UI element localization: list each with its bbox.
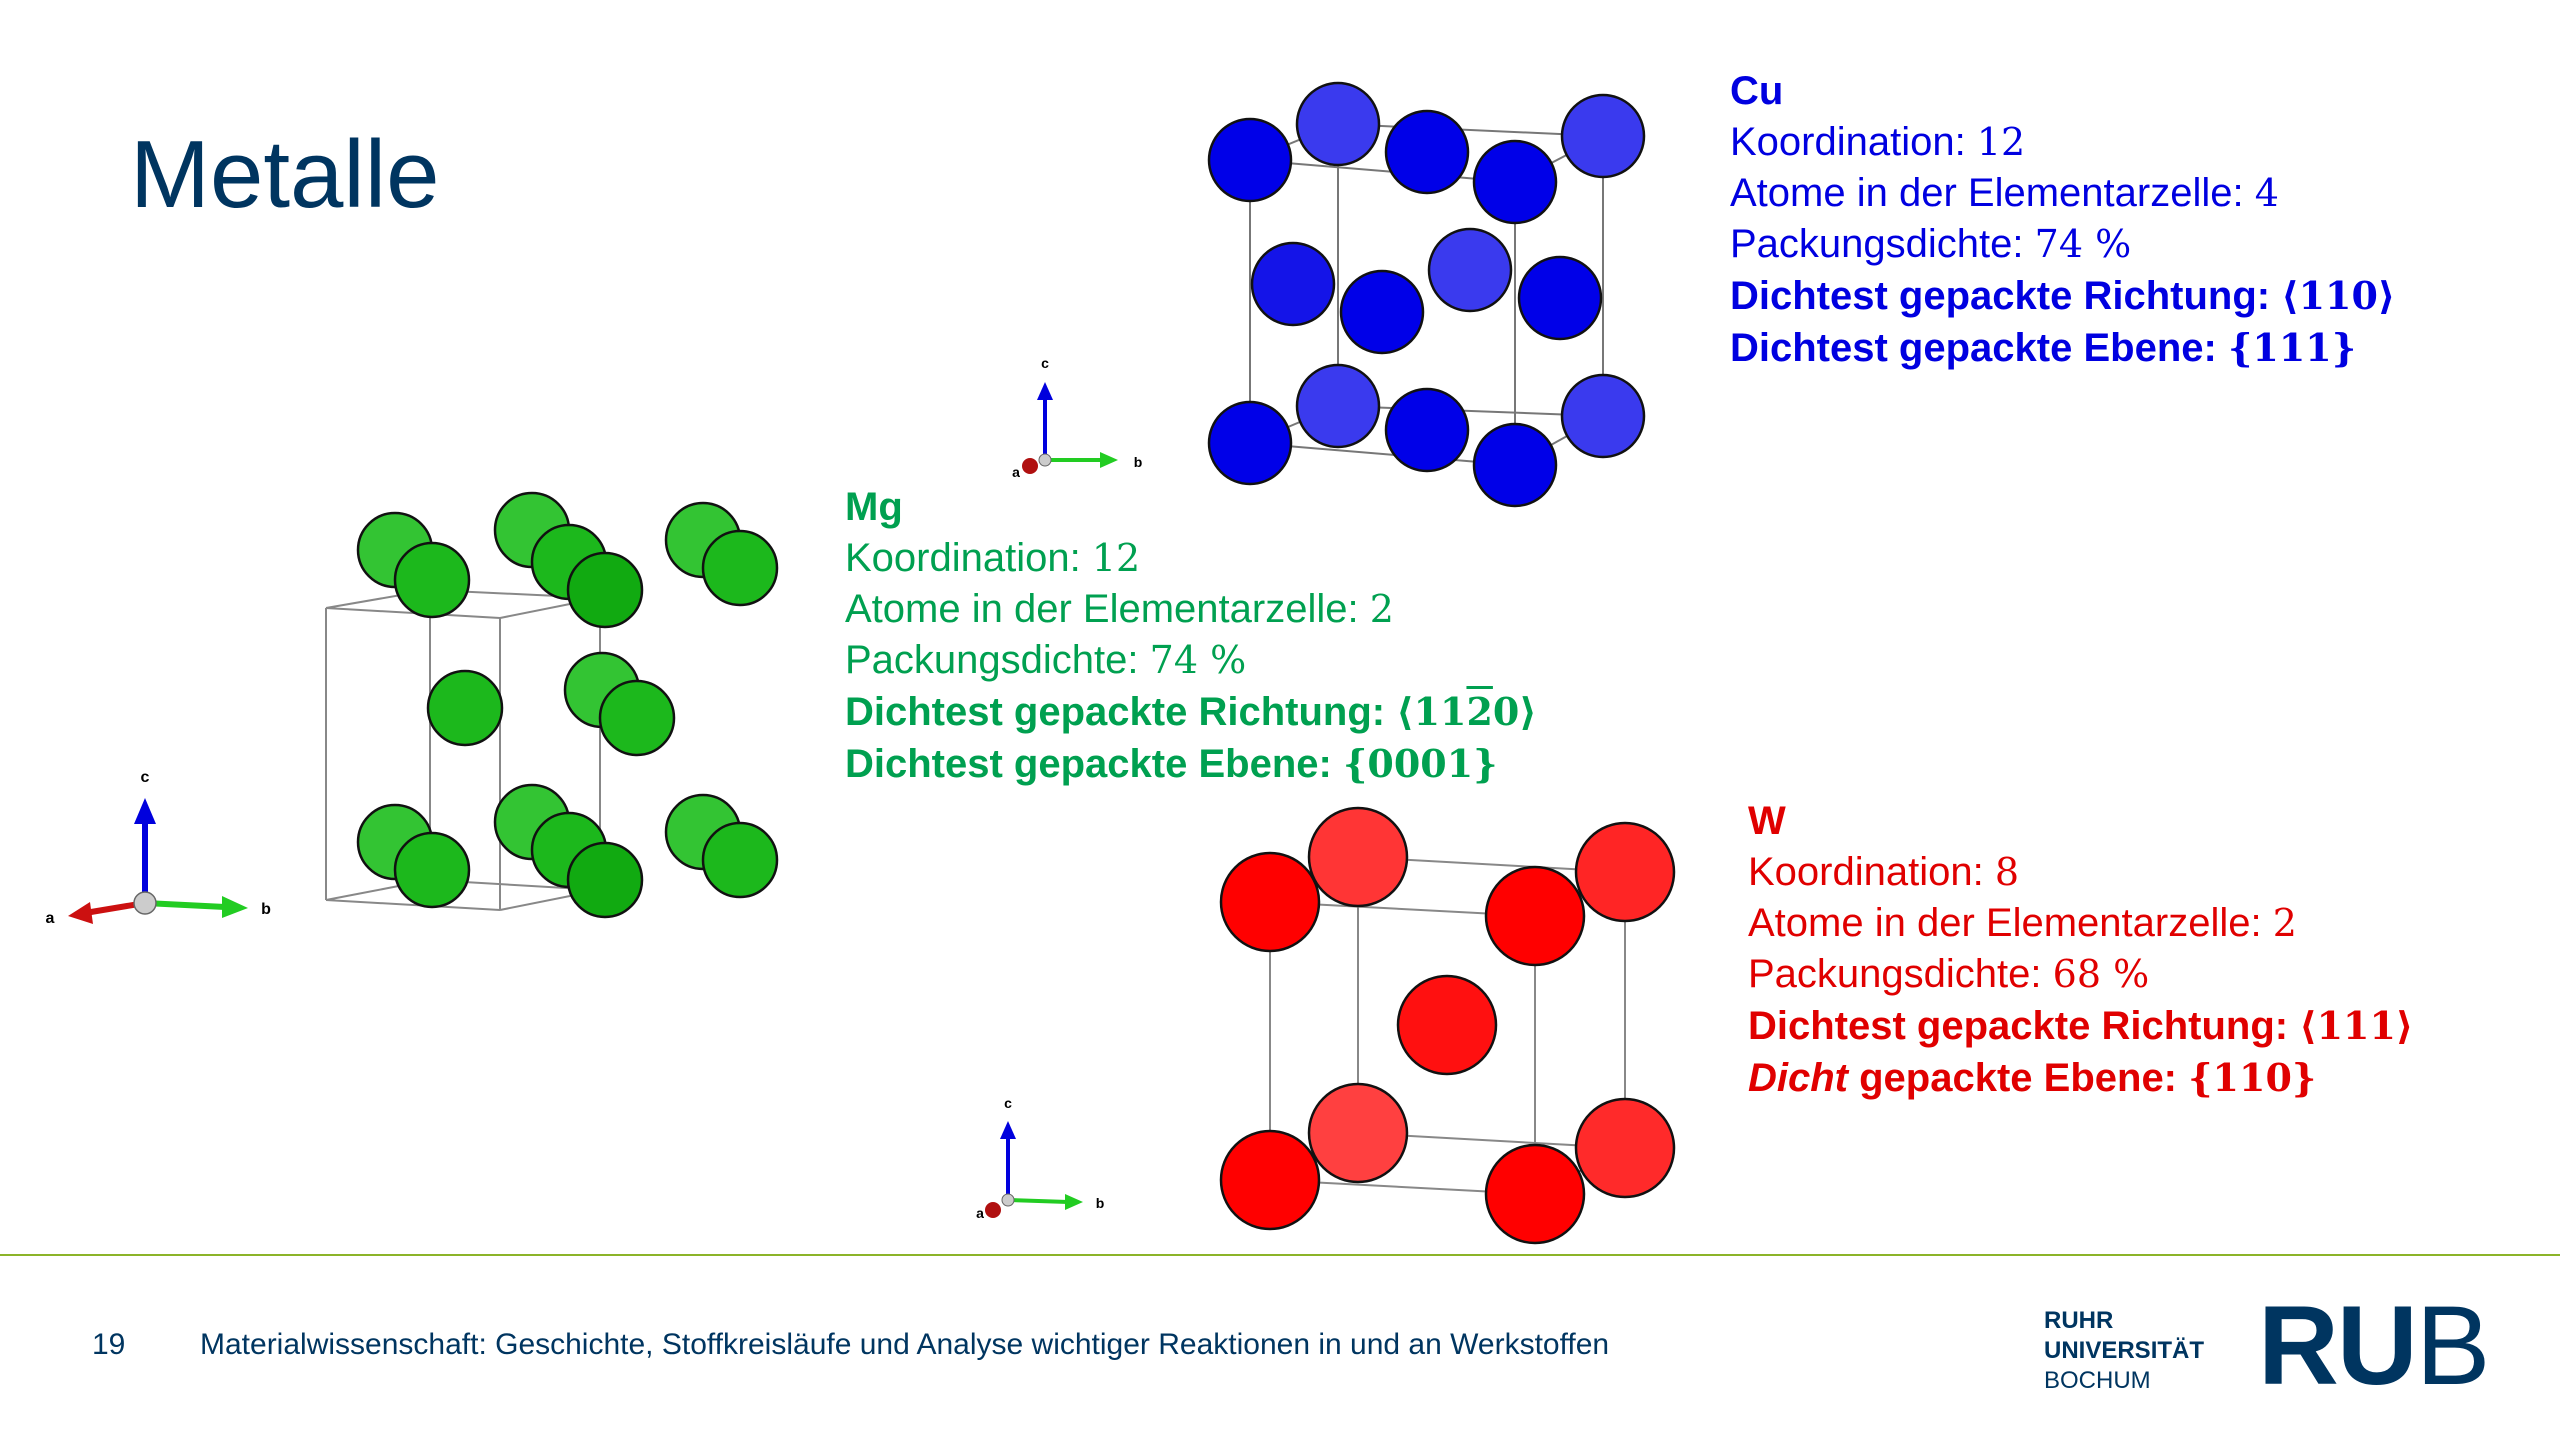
w-axis-indicator: c b a (976, 1095, 1105, 1220)
w-richtung: Dichtest gepackte Richtung: ⟨111⟩ (1748, 1003, 2414, 1048)
page-number: 19 (92, 1328, 126, 1361)
mg-richtung: Dichtest gepackte Richtung: ⟨1120⟩ (845, 689, 1537, 734)
w-properties: W Koordination: 8 Atome in der Elementar… (1748, 796, 2413, 1104)
axis-label-b: b (261, 901, 271, 918)
cu-ebene: Dichtest gepackte Ebene: {111} (1730, 325, 2357, 370)
cu-crystal-structure (1207, 81, 1646, 508)
cu-name: Cu (1730, 69, 1784, 113)
w-crystal-structure (1219, 806, 1676, 1245)
footer-divider (0, 1254, 2560, 1256)
w-atome: Atome in der Elementarzelle: 2 (1748, 901, 2297, 945)
mg-name: Mg (845, 485, 903, 529)
mg-axis-indicator: c b a (46, 769, 272, 927)
axis-label-a: a (46, 910, 55, 927)
axis-label-c: c (1004, 1095, 1012, 1111)
mg-packungsdichte: Packungsdichte: 74 % (845, 638, 1247, 682)
cu-properties: Cu Koordination: 12 Atome in der Element… (1730, 66, 2395, 374)
axis-label-a: a (976, 1205, 984, 1220)
w-name: W (1748, 799, 1786, 843)
cu-koordination: Koordination: 12 (1730, 120, 2026, 164)
cu-atome: Atome in der Elementarzelle: 4 (1730, 171, 2279, 215)
cu-richtung: Dichtest gepackte Richtung: ⟨110⟩ (1730, 273, 2396, 318)
cu-packungsdichte: Packungsdichte: 74 % (1730, 222, 2132, 266)
axis-label-c: c (1041, 355, 1049, 371)
slide-title: Metalle (130, 121, 440, 228)
mg-properties: Mg Koordination: 12 Atome in der Element… (845, 482, 1537, 790)
rub-logo-wordmark: RUHR UNIVERSITÄT BOCHUM (2044, 1307, 2205, 1394)
axis-label-c: c (141, 769, 150, 786)
mg-koordination: Koordination: 12 (845, 536, 1141, 580)
footer-course-title: Materialwissenschaft: Geschichte, Stoffk… (200, 1328, 1610, 1361)
w-packungsdichte: Packungsdichte: 68 % (1748, 952, 2150, 996)
cu-axis-indicator: c b a (1012, 355, 1143, 480)
mg-crystal-structure (325, 491, 779, 919)
mg-atome: Atome in der Elementarzelle: 2 (845, 587, 1394, 631)
w-koordination: Koordination: 8 (1748, 850, 2020, 894)
axis-label-b: b (1134, 454, 1143, 470)
axis-label-b: b (1096, 1195, 1105, 1211)
axis-label-a: a (1012, 464, 1020, 480)
rub-logo-mark: RUB (2258, 1283, 2490, 1408)
mg-ebene: Dichtest gepackte Ebene: {0001} (845, 741, 1498, 786)
w-ebene: Dicht gepackte Ebene: {110} (1748, 1055, 2317, 1100)
